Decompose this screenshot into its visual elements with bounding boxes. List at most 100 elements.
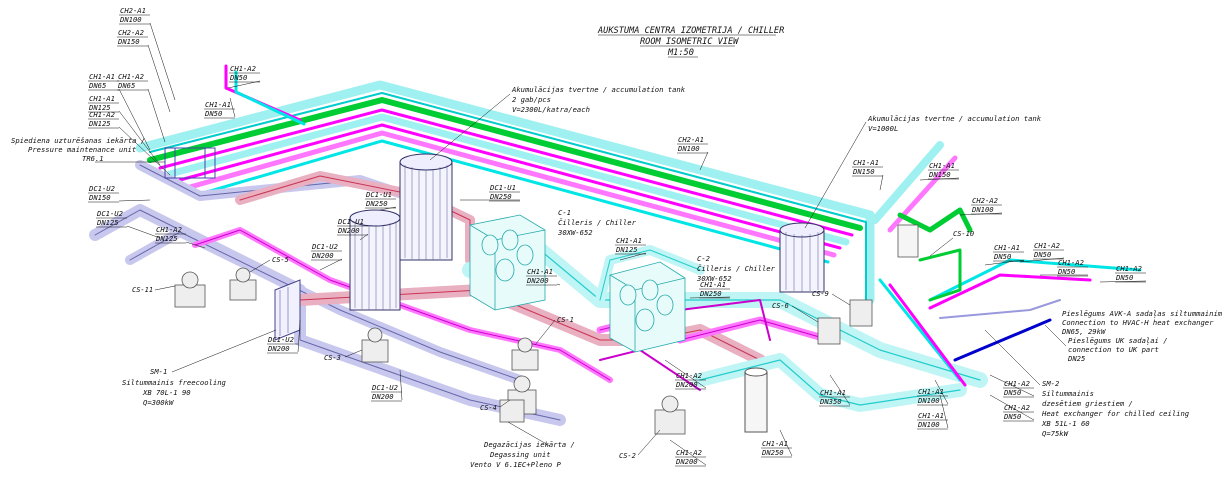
callout-line-size: DN65 bbox=[88, 81, 106, 90]
callout-line-size: DN50 bbox=[1115, 273, 1133, 282]
callout-line-code: CH1-A1 bbox=[527, 267, 553, 276]
tag-cs9: CS-9 bbox=[812, 290, 829, 298]
svg-text:Degazācijas iekārta /: Degazācijas iekārta / bbox=[483, 440, 575, 449]
callout-line-code: CH2-A2 bbox=[118, 28, 144, 37]
callout-leader bbox=[147, 44, 171, 113]
accumulation-tank-small bbox=[779, 222, 825, 293]
callout-line-code: CH1-A2 bbox=[1058, 258, 1084, 267]
tag-cs11: CS-11 bbox=[132, 286, 153, 294]
callout-line-size: DN125 bbox=[155, 234, 178, 243]
heat-exchanger-sm1 bbox=[274, 279, 301, 341]
callout-leader bbox=[989, 374, 1035, 397]
callout-line-size: DN250 bbox=[761, 448, 784, 457]
callout-line-code: CH1-A2 bbox=[1004, 403, 1030, 412]
callout-line-code: CH1-A1 bbox=[994, 243, 1020, 252]
heat-exchanger-sm2 bbox=[897, 224, 919, 258]
callout-line-size: DN100 bbox=[917, 396, 940, 405]
callout-line-size: DN150 bbox=[88, 193, 111, 202]
callout-line-code: CH1-A2 bbox=[230, 64, 256, 73]
svg-text:C-2: C-2 bbox=[697, 254, 710, 263]
callout-line-size: DN150 bbox=[117, 37, 140, 46]
callout-line-size: DN250 bbox=[365, 199, 388, 208]
drawing-title: AUKSTUMA CENTRA IZOMETRIJA / CHILLER ROO… bbox=[597, 26, 784, 58]
title-line-2: ROOM ISOMETRIC VIEW bbox=[640, 37, 739, 47]
callout-line-size: DN200 bbox=[311, 251, 334, 260]
callout-line-size: DN200 bbox=[526, 276, 549, 285]
title-line-1: AUKSTUMA CENTRA IZOMETRIJA / CHILLER bbox=[597, 26, 784, 36]
tag-cs4: CS-4 bbox=[480, 404, 497, 412]
svg-text:XB 51L-1 60: XB 51L-1 60 bbox=[1041, 419, 1090, 428]
note-accumulation-tank-2: Akumulācijas tvertne / accumulation tank… bbox=[429, 85, 686, 161]
pump-cs3 bbox=[361, 327, 389, 363]
callout-line-size: DN50 bbox=[1033, 250, 1051, 259]
svg-text:Siltummainis freecooling: Siltummainis freecooling bbox=[122, 378, 227, 387]
callout-leader bbox=[126, 225, 161, 239]
pump-cs9 bbox=[849, 299, 873, 327]
svg-text:Degassing unit: Degassing unit bbox=[489, 450, 551, 459]
callout-line-code: CH1-A1 bbox=[762, 439, 788, 448]
chiller-c2 bbox=[609, 261, 686, 353]
callout-line-code: DC1-U2 bbox=[267, 335, 294, 344]
callout-leader bbox=[934, 379, 949, 405]
equipment-notes: Akumulācijas tvertne / accumulation tank… bbox=[11, 85, 1223, 469]
equipment bbox=[164, 147, 919, 435]
svg-text:Čilleris / Chiller: Čilleris / Chiller bbox=[697, 264, 776, 273]
callout-line-code: DC1-U2 bbox=[371, 383, 398, 392]
svg-text:V=1000L: V=1000L bbox=[868, 124, 898, 133]
right-riser bbox=[871, 141, 944, 224]
callout-line-code: CH1-A1 bbox=[89, 94, 115, 103]
callout-line-size: DN125 bbox=[96, 218, 119, 227]
note-avk-connection: Pieslēgums AVK-A sadaļas siltummainim Co… bbox=[1061, 309, 1223, 336]
callout-line-code: CH1-A2 bbox=[676, 371, 702, 380]
svg-text:Pieslēgums UK sadaļai /: Pieslēgums UK sadaļai / bbox=[1068, 336, 1168, 345]
accumulation-tank-1 bbox=[399, 153, 453, 261]
pipe-right-magenta bbox=[928, 273, 1092, 310]
callout-line-size: DN350 bbox=[819, 397, 842, 406]
callout-leader bbox=[1099, 280, 1147, 283]
callout-line-size: DN150 bbox=[928, 170, 951, 179]
callout-leader bbox=[1019, 257, 1065, 263]
callout-line-size: DN250 bbox=[489, 192, 512, 201]
callout-line-size: DN125 bbox=[88, 103, 111, 112]
svg-text:30XW-652: 30XW-652 bbox=[696, 274, 732, 283]
tag-cs2: CS-2 bbox=[619, 452, 636, 460]
svg-text:Vento V 6.1EC+Pleno P: Vento V 6.1EC+Pleno P bbox=[470, 460, 562, 469]
degassing-unit bbox=[499, 399, 525, 423]
svg-text:dzesētiem griestiem /: dzesētiem griestiem / bbox=[1042, 399, 1133, 408]
svg-text:Heat exchanger for chilled cei: Heat exchanger for chilled ceiling bbox=[1041, 409, 1190, 418]
callout-line-size: DN100 bbox=[917, 420, 940, 429]
storage-cylinder bbox=[744, 367, 768, 433]
svg-text:30XW-652: 30XW-652 bbox=[557, 228, 593, 237]
callout-leader bbox=[118, 110, 161, 166]
svg-text:Connection to HVAC-H heat exch: Connection to HVAC-H heat exchanger bbox=[1062, 318, 1214, 327]
svg-text:Spiediena uzturēšanas iekārta: Spiediena uzturēšanas iekārta / bbox=[11, 136, 145, 145]
callout-line-code: CH1-A2 bbox=[1034, 241, 1060, 250]
callout-line-code: DC1-U2 bbox=[311, 242, 338, 251]
pipe-callouts: CH2-A1DN100CH2-A2DN150CH1-A1DN65CH1-A2DN… bbox=[88, 6, 1147, 467]
svg-text:V=2300L/katra/each: V=2300L/katra/each bbox=[512, 105, 590, 114]
callout-line-size: DN100 bbox=[971, 205, 994, 214]
callout-leader bbox=[379, 206, 397, 211]
callout-leader bbox=[118, 199, 151, 202]
tag-cs10: CS-10 bbox=[953, 230, 974, 238]
callout-line-size: DN125 bbox=[615, 245, 638, 254]
pump-cs1 bbox=[511, 337, 539, 371]
note-sm1: SM-1 Siltummainis freecooling XB 70L-1 9… bbox=[122, 329, 277, 407]
callout-leader bbox=[118, 126, 171, 176]
callout-leader bbox=[297, 319, 301, 353]
callout-line-code: CH1-A2 bbox=[1116, 264, 1142, 273]
